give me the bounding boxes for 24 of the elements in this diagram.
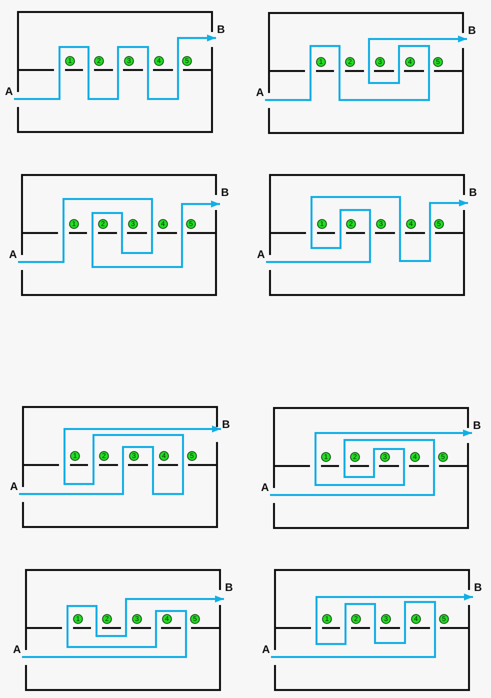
point-label: B xyxy=(220,183,230,203)
point-label: B xyxy=(473,578,483,598)
arrow-path xyxy=(270,430,472,496)
point-label: A xyxy=(260,478,270,498)
point-label: B xyxy=(221,415,231,435)
point-label: A xyxy=(9,477,19,497)
arrow-path xyxy=(265,36,467,101)
arrow-path xyxy=(22,596,224,658)
point-label: A xyxy=(4,82,14,102)
point-label: B xyxy=(468,183,478,203)
arrow-path xyxy=(266,196,468,263)
point-label: B xyxy=(472,416,482,436)
point-label: A xyxy=(255,83,265,103)
point-label: B xyxy=(216,20,226,40)
point-label: A xyxy=(8,245,18,265)
arrow-path xyxy=(19,426,221,495)
point-label: A xyxy=(261,640,271,660)
arrow-path xyxy=(271,594,473,658)
point-label: A xyxy=(256,245,266,265)
point-label: B xyxy=(467,21,477,41)
arrow-path xyxy=(18,198,220,268)
arrow-path xyxy=(14,34,216,100)
point-label: B xyxy=(224,578,234,598)
point-label: A xyxy=(12,640,22,660)
